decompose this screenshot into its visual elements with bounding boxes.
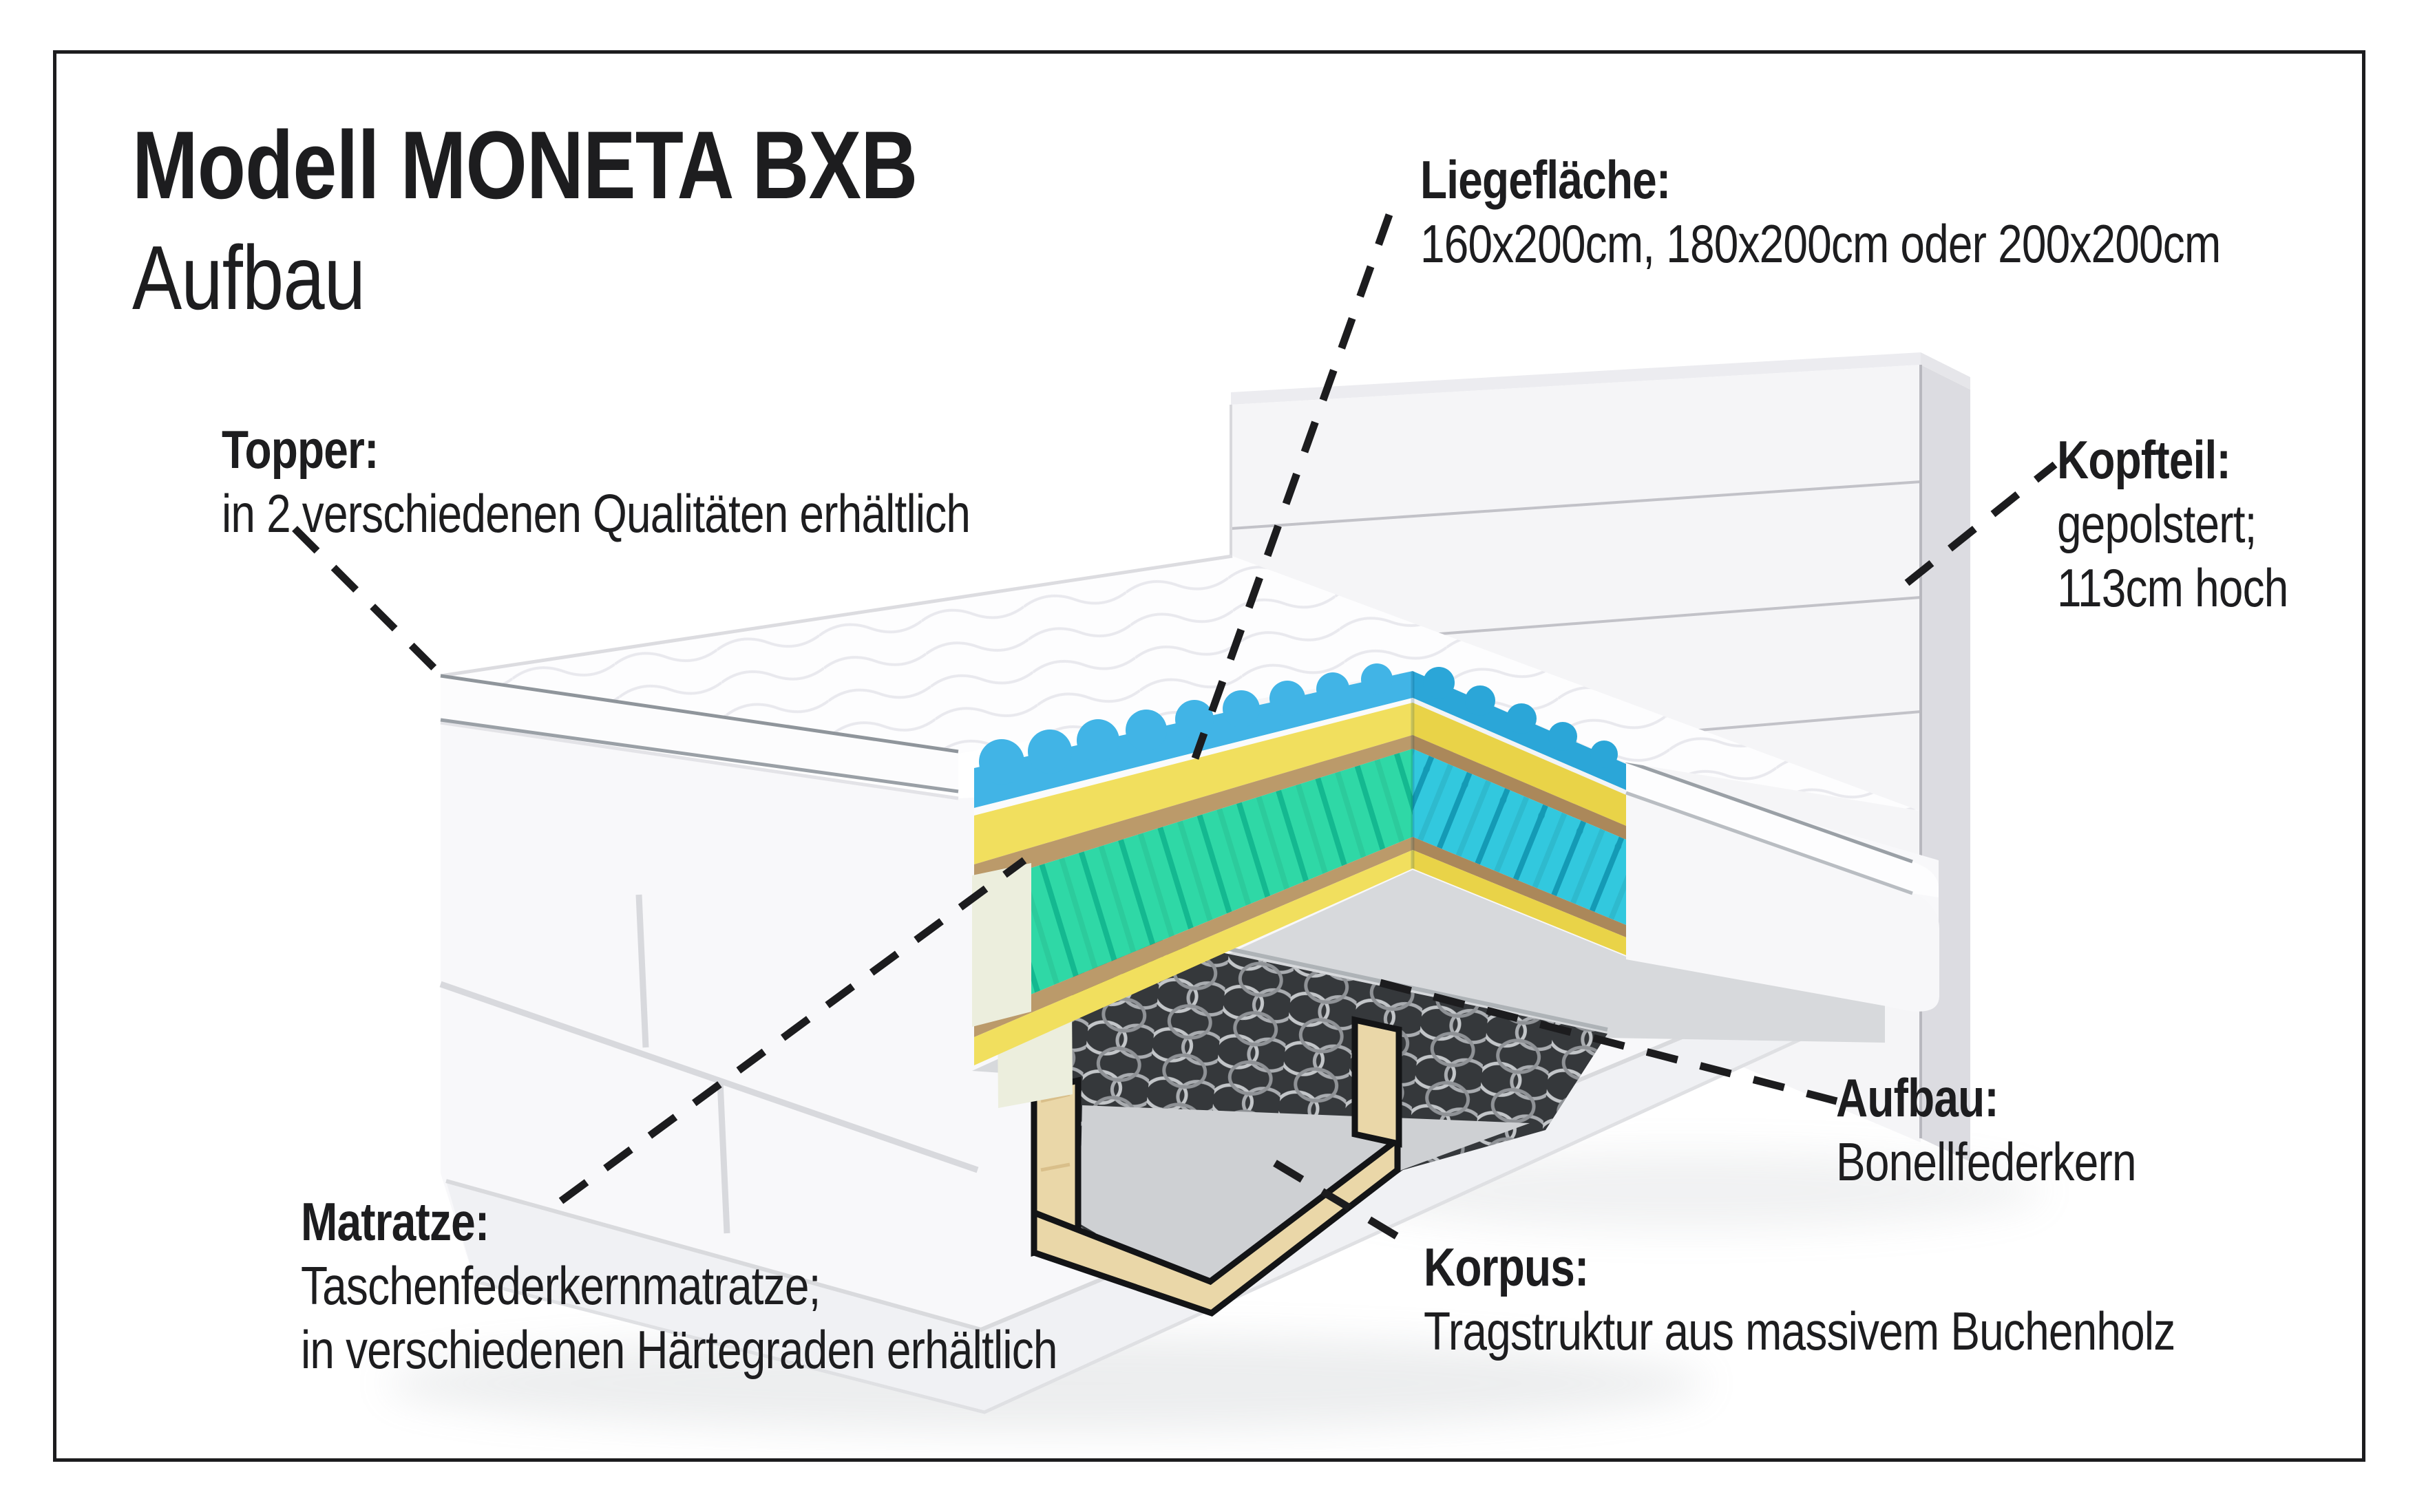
felt-top-left: [974, 735, 1413, 886]
topper-side-face: [441, 676, 958, 791]
mattress-right-face: [1626, 791, 1940, 1012]
topper-right-edge: [1626, 761, 1939, 897]
label-matratze-body1: Taschenfederkernmatratze;: [301, 1255, 821, 1316]
callout-line-korpus: [1273, 1160, 1415, 1249]
label-liegeflaeche-body: 160x200cm, 180x200cm oder 200x200cm: [1420, 213, 2221, 274]
label-korpus-heading: Korpus:: [1424, 1237, 1589, 1297]
box-inner-floor: [1079, 1105, 1530, 1302]
foam-top-left: [974, 703, 1413, 864]
foam-border-end-cap: [972, 863, 1031, 1027]
topper-back-edge: [440, 554, 1233, 678]
base-cushion-seams: [439, 894, 979, 1234]
label-liegeflaeche: Liegefläche: 160x200cm, 180x200cm oder 2…: [1420, 148, 2221, 276]
pocket-springs-right: [1413, 749, 1626, 925]
gel-scallops-left: [979, 663, 1393, 785]
label-topper: Topper: in 2 verschiedenen Qualitäten er…: [222, 418, 971, 546]
page-title-subtitle: Aufbau: [132, 227, 366, 328]
label-topper-heading: Topper:: [222, 419, 379, 480]
headboard-side-bevel: [1921, 352, 1970, 390]
page-title: Modell MONETA BXB Aufbau: [132, 111, 918, 328]
label-liegeflaeche-heading: Liegefläche:: [1420, 149, 1671, 210]
page-border-frame: [53, 50, 2365, 1462]
wood-frame: [1031, 1016, 1402, 1317]
label-aufbau: Aufbau: Bonellfederkern: [1836, 1066, 2137, 1194]
gel-scallops-right: [1423, 667, 1618, 768]
foam-bottom-right: [1413, 850, 1626, 955]
label-aufbau-body: Bonellfederkern: [1836, 1131, 2137, 1192]
callout-lines: [292, 213, 2058, 1249]
base-top-cover: [972, 870, 1885, 1074]
bonell-box-cutaway: [972, 870, 1885, 1317]
callout-line-kopfteil: [1904, 461, 2058, 586]
wood-right-post: [1351, 1016, 1402, 1148]
bed-bottom-edge: [474, 993, 1899, 1414]
felt-top-right: [1413, 735, 1626, 840]
label-kopfteil-body2: 113cm hoch: [2057, 557, 2288, 618]
foam-top-right: [1413, 703, 1626, 826]
topper-right-piping-bottom: [1625, 791, 1913, 895]
label-matratze-heading: Matratze:: [301, 1191, 489, 1252]
label-kopfteil-body1: gepolstert;: [2057, 493, 2257, 554]
callout-line-topper: [292, 526, 445, 679]
label-matratze: Matratze: Taschenfederkernmatratze; in v…: [301, 1190, 1057, 1382]
label-korpus-body: Tragstruktur aus massivem Buchenholz: [1424, 1301, 2175, 1361]
base-plinth: [446, 965, 1897, 1412]
cover-gap-right: [1413, 698, 1626, 795]
label-topper-body: in 2 verschiedenen Qualitäten erhältlich: [222, 483, 971, 544]
label-matratze-body2: in verschiedenen Härtegraden erhältlich: [301, 1319, 1057, 1380]
label-kopfteil: Kopfteil: gepolstert; 113cm hoch: [2057, 428, 2288, 620]
headboard-top-bevel: [1231, 352, 1921, 405]
base-top-edge: [440, 721, 959, 800]
callout-line-liegeflaeche: [1191, 213, 1393, 760]
label-korpus: Korpus: Tragstruktur aus massivem Buchen…: [1424, 1235, 2175, 1363]
topper-quilted-surface: [441, 556, 1919, 811]
wood-bottom-rail: [1031, 1133, 1401, 1317]
foam-bottom-left: [974, 850, 1413, 1065]
page-title-model: Modell MONETA BXB: [132, 111, 918, 219]
felt-bottom-left: [974, 837, 1413, 1037]
topper-right-piping-top: [1625, 759, 1913, 864]
topper: [440, 554, 1919, 811]
topper-piping-top: [440, 674, 959, 754]
felt-bottom-right: [1413, 837, 1626, 937]
mattress-right-section: [1625, 759, 1940, 1012]
callout-line-aufbau: [1379, 979, 1838, 1105]
label-aufbau-heading: Aufbau:: [1836, 1067, 1999, 1128]
callout-line-matratze: [558, 857, 1027, 1204]
pocket-springs-left: [974, 749, 1413, 1018]
topper-piping-bottom: [440, 718, 959, 794]
label-kopfteil-heading: Kopfteil:: [2057, 429, 2231, 490]
